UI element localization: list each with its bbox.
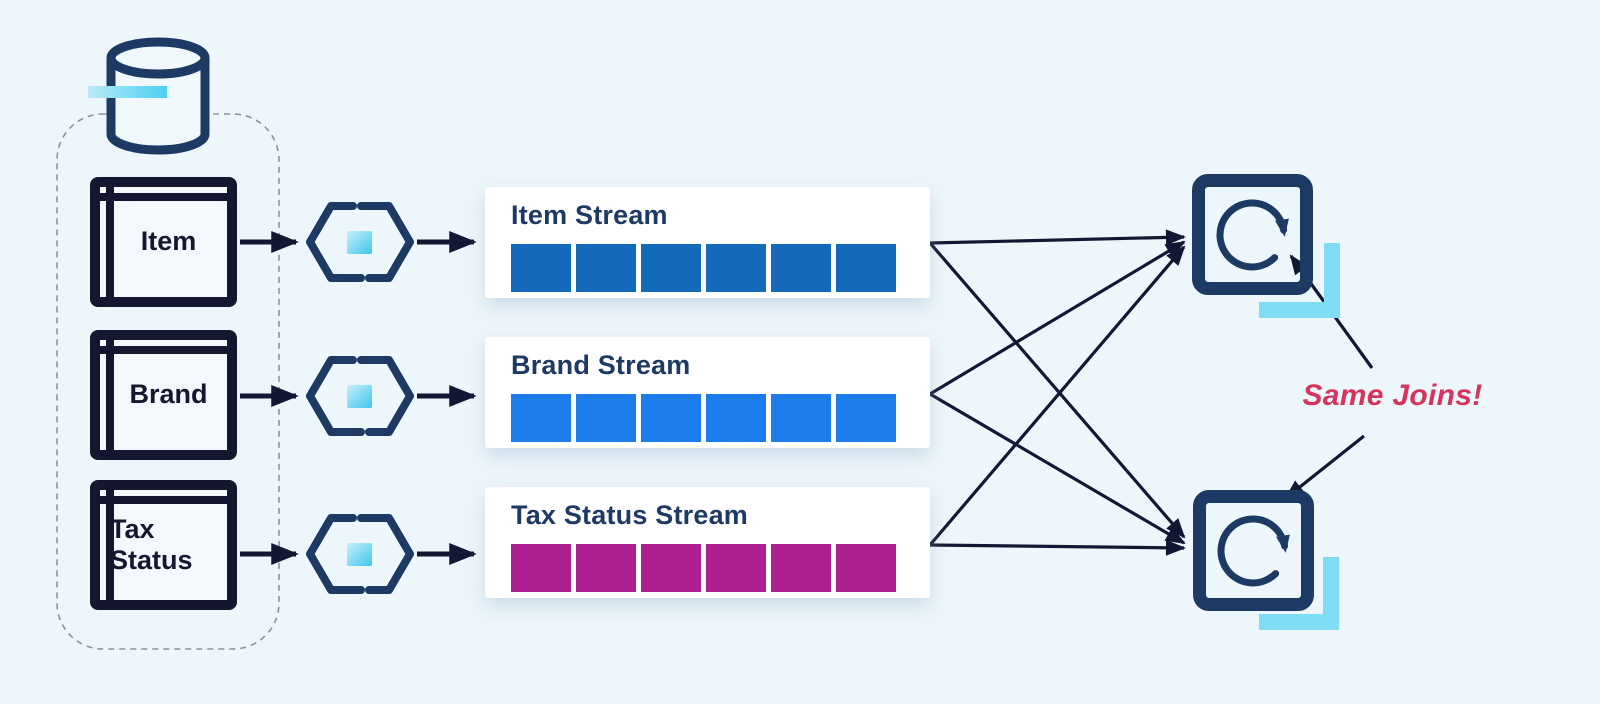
stream-segment [641, 544, 701, 592]
data-highlight-bar [88, 86, 167, 98]
table-item: Item [90, 177, 237, 307]
stream-segment [576, 244, 636, 292]
stream-segment [706, 244, 766, 292]
annotation-same-joins: Same Joins! [1302, 379, 1483, 412]
processor-node-top [1192, 174, 1313, 295]
arrow-tax-to-bottom-processor [929, 539, 1186, 556]
stream-title-item: Item Stream [511, 200, 668, 230]
arrow-brand-to-bottom-processor [929, 392, 1186, 545]
stream-segment [511, 544, 571, 592]
database-icon [88, 37, 210, 155]
table-brand-label: Brand [129, 379, 208, 410]
stream-segment [511, 394, 571, 442]
stream-segment [771, 244, 831, 292]
stream-segment [641, 244, 701, 292]
join-arrows [928, 229, 1186, 556]
stream-segment [576, 544, 636, 592]
refresh-icon-bottom [1217, 515, 1290, 587]
arrow-brand-to-top-processor [929, 240, 1186, 396]
source-group-outline [56, 113, 280, 650]
refresh-icon-top [1216, 199, 1289, 271]
stream-segments-tax-status [511, 544, 896, 592]
table-tax-status-label: Tax Status [110, 513, 193, 575]
stream-segment [641, 394, 701, 442]
connector-icon-brand [306, 356, 414, 436]
stream-segment [511, 244, 571, 292]
stream-segment [706, 544, 766, 592]
corner-accent-top [1259, 243, 1340, 318]
table-brand: Brand [90, 330, 237, 460]
stream-card-tax-status: Tax Status Stream [485, 487, 930, 598]
stream-segments-brand [511, 394, 896, 442]
arrow-tax-to-top-processor [928, 245, 1186, 547]
processor-node-bottom [1193, 490, 1314, 611]
arrow-item-to-top-processor [929, 229, 1186, 246]
corner-accent-bottom [1259, 557, 1339, 630]
stream-segment [771, 544, 831, 592]
stream-segments-item [511, 244, 896, 292]
stream-title-tax-status: Tax Status Stream [511, 500, 748, 530]
stream-segment [706, 394, 766, 442]
table-item-label: Item [140, 226, 197, 257]
connector-icon-item [306, 202, 414, 282]
arrow-annotation-to-bottom-processor [1284, 434, 1365, 500]
stream-segment [836, 394, 896, 442]
connector-icon-tax-status [306, 514, 414, 594]
arrow-item-to-bottom-processor [928, 241, 1186, 539]
stream-segment [576, 394, 636, 442]
pipeline-arrows [240, 230, 477, 566]
stream-segment [836, 244, 896, 292]
stream-card-brand: Brand Stream [485, 337, 930, 448]
stream-segment [836, 544, 896, 592]
stream-title-brand: Brand Stream [511, 350, 691, 380]
table-tax-status: Tax Status [90, 480, 237, 610]
stream-segment [771, 394, 831, 442]
stream-card-item: Item Stream [485, 187, 930, 298]
